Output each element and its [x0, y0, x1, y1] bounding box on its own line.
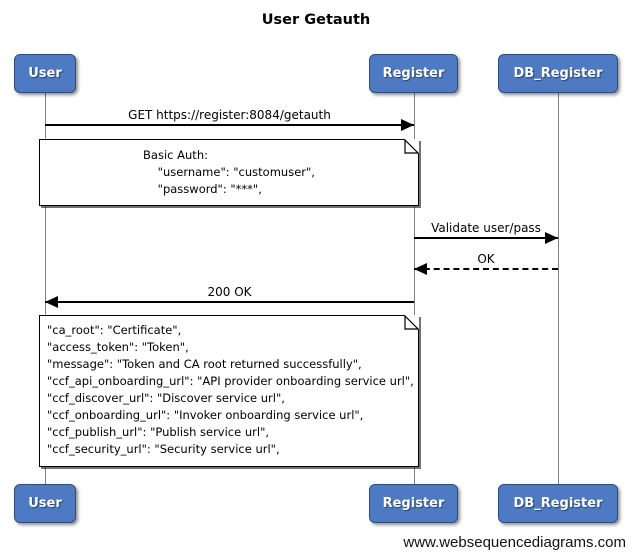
diagram-title: User Getauth — [261, 12, 371, 28]
actor-db-register-label: DB_Register — [513, 66, 603, 81]
actor-user-bottom: User — [14, 484, 76, 523]
message-get-getauth: GET https://register:8084/getauth — [45, 108, 414, 131]
message-ok: OK — [414, 252, 558, 275]
message-200-ok-label: 200 OK — [207, 285, 252, 299]
actor-register-bottom: Register — [369, 484, 458, 523]
note-response-line: "ccf_api_onboarding_url": "API provider … — [47, 374, 414, 388]
note-basic-auth-line: Basic Auth: — [143, 148, 208, 162]
actor-register-top: Register — [369, 54, 458, 93]
lifeline-user — [45, 92, 46, 486]
note-basic-auth-line: "username": "customuser", — [143, 165, 315, 179]
note-response-body: "ca_root": "Certificate", "access_token"… — [39, 315, 419, 467]
actor-user-top: User — [14, 54, 76, 93]
actor-register-label: Register — [382, 66, 445, 81]
note-response-line: "message": "Token and CA root returned s… — [47, 357, 362, 371]
actor-user-label: User — [28, 66, 62, 81]
lifeline-register — [414, 92, 415, 486]
actor-db-register-top: DB_Register — [498, 54, 618, 93]
actor-db-register-bottom: DB_Register — [498, 484, 618, 523]
message-validate: Validate user/pass — [414, 221, 558, 244]
actor-db-register-label: DB_Register — [513, 496, 603, 511]
note-fold-icon — [404, 315, 419, 330]
note-basic-auth-line: "password": "***", — [143, 182, 262, 196]
message-ok-line — [414, 263, 558, 275]
arrowhead-left-icon — [414, 263, 427, 275]
arrowhead-right-icon — [545, 232, 558, 244]
actor-user-label: User — [28, 496, 62, 511]
note-response-line: "ccf_onboarding_url": "Invoker onboardin… — [47, 408, 364, 422]
message-200-ok-line — [45, 296, 414, 308]
arrowhead-left-icon — [45, 296, 58, 308]
watermark: www.websequencediagrams.com — [403, 534, 626, 551]
note-response-line: "ccf_publish_url": "Publish service url"… — [47, 425, 270, 439]
lifeline-db-register — [558, 92, 559, 486]
note-basic-auth: Basic Auth: "username": "customuser", "p… — [39, 139, 419, 206]
note-fold-icon — [404, 139, 419, 154]
message-validate-line — [414, 232, 558, 244]
message-get-line — [45, 119, 414, 131]
note-response-line: "ccf_discover_url": "Discover service ur… — [47, 391, 285, 405]
message-validate-label: Validate user/pass — [431, 221, 541, 235]
actor-register-label: Register — [382, 496, 445, 511]
message-200-ok: 200 OK — [45, 285, 414, 308]
arrowhead-right-icon — [401, 119, 414, 131]
note-response-line: "access_token": "Token", — [47, 340, 189, 354]
message-get-label: GET https://register:8084/getauth — [128, 108, 331, 122]
note-response-line: "ccf_security_url": "Security service ur… — [47, 442, 280, 456]
message-ok-label: OK — [477, 252, 495, 266]
note-response-line: "ca_root": "Certificate", — [47, 323, 182, 337]
